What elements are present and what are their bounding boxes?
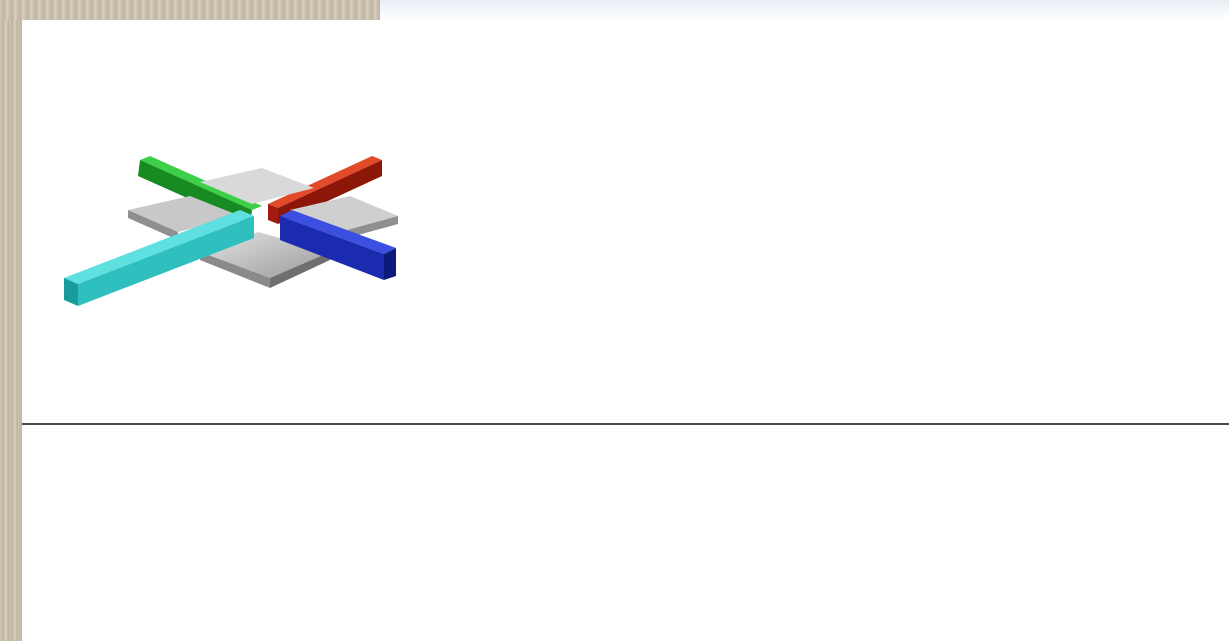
model-a	[64, 156, 398, 306]
figure-panel	[22, 20, 1229, 641]
section-divider	[22, 423, 1229, 425]
top-textured-border	[0, 0, 420, 20]
top-fade	[380, 0, 1229, 20]
left-textured-border	[0, 0, 22, 641]
